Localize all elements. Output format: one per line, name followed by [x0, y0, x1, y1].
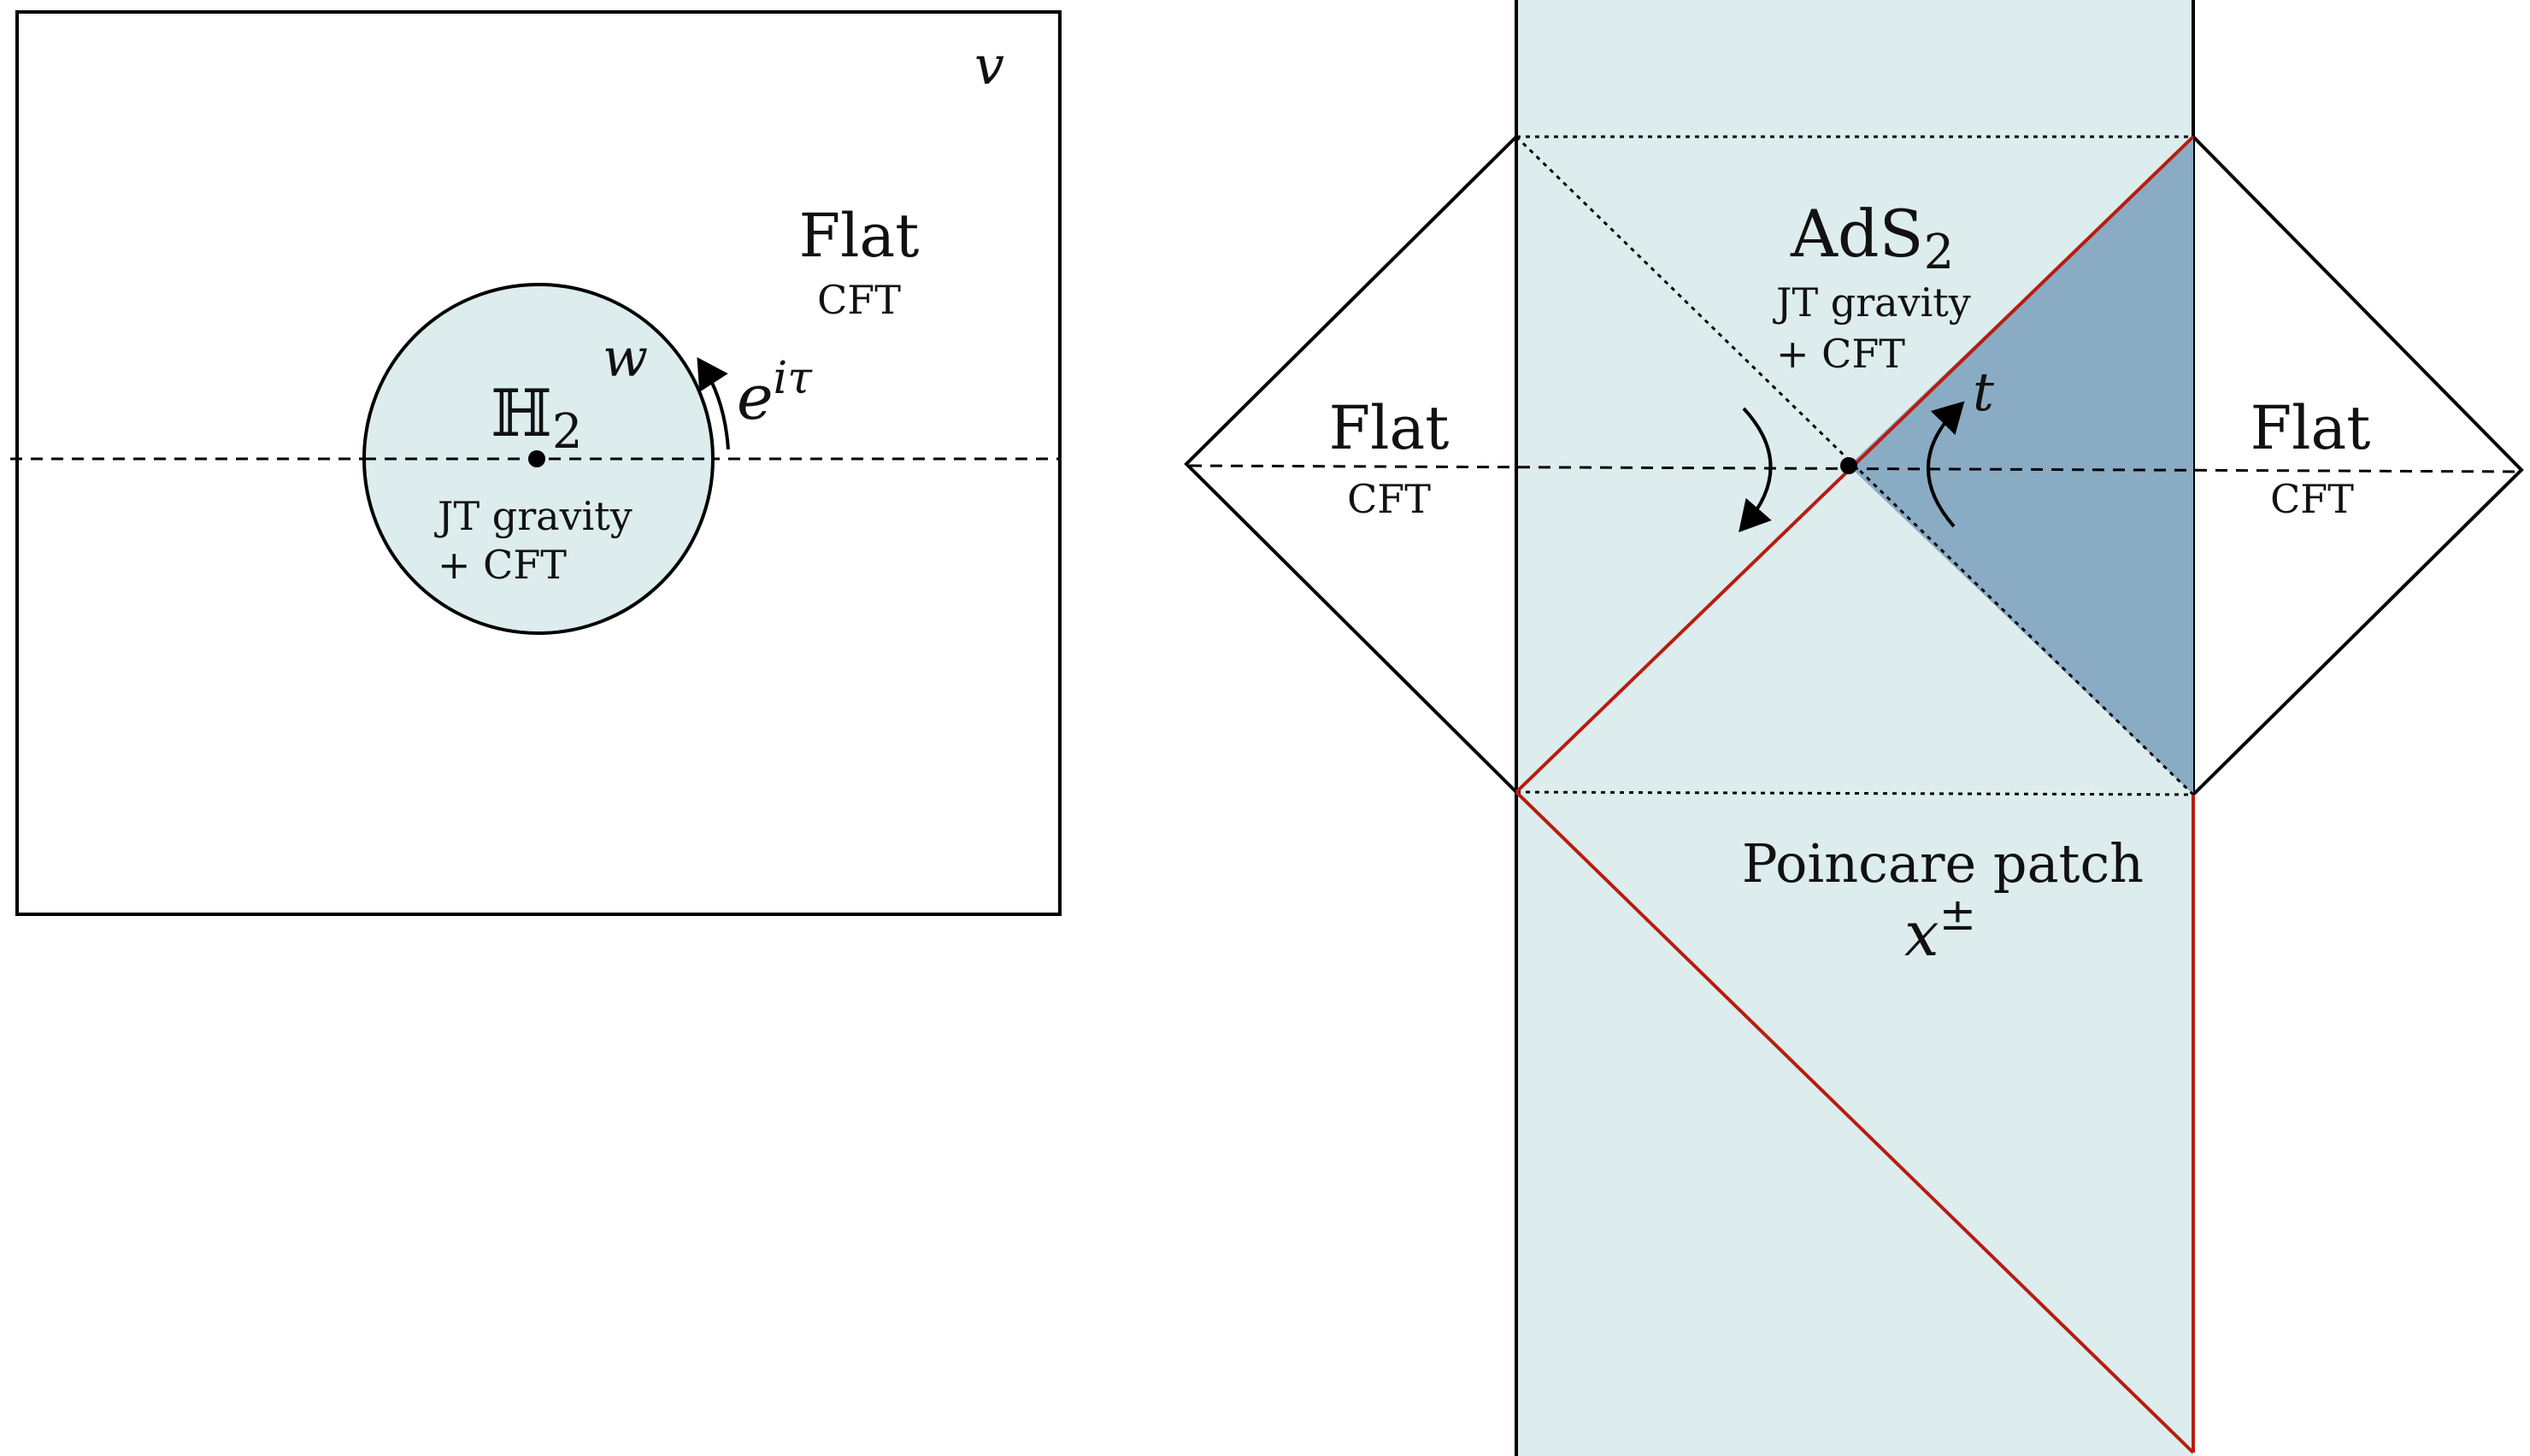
right-flat-cft: CFT	[2270, 476, 2354, 522]
left-flat-diamond	[1184, 135, 1518, 794]
right-flat-diamond	[2192, 135, 2524, 796]
left-flat-cft: CFT	[1347, 476, 1431, 522]
left-boost-arrow	[1739, 407, 1773, 533]
poincare-coordinate-label: x±	[1904, 889, 1976, 970]
time-label: t	[1973, 361, 1994, 423]
right-flat-title: Flat	[2251, 393, 2371, 463]
time-arrow	[1927, 401, 1965, 528]
right-panel: AdS2 JT gravity + CFT Flat CFT Flat CFT …	[1184, 0, 2524, 1456]
flat-plane-frame	[15, 10, 1062, 916]
ads-jt-gravity-label: JT gravity	[1773, 279, 1971, 326]
outer-flat-title: Flat	[799, 201, 920, 271]
bifurcation-point	[1840, 457, 1857, 474]
ads-cft-label: + CFT	[1776, 331, 1905, 377]
ads-strip	[1516, 0, 2193, 1456]
corner-coordinate-label: v	[974, 34, 1004, 97]
rotation-label: eiτ	[737, 353, 813, 433]
disk-coordinate-label: w	[603, 326, 648, 389]
rotation-arrow	[697, 356, 730, 450]
left-panel: v Flat CFT ℍ2 w JT gravity + CFT eiτ	[10, 10, 1062, 916]
disk-center-point	[528, 450, 545, 467]
shaded-wedge-region	[1849, 137, 2193, 795]
red-lower-diagonal	[1515, 790, 2195, 1454]
left-flat-title: Flat	[1329, 393, 1450, 463]
disk-cft-label: + CFT	[438, 542, 567, 588]
disk-jt-gravity-label: JT gravity	[434, 493, 632, 539]
outer-flat-cft: CFT	[817, 277, 901, 323]
ads-title: AdS2	[1790, 196, 1954, 280]
poincare-patch-title: Poincare patch	[1742, 832, 2144, 895]
disk-symbol-label: ℍ2	[491, 375, 582, 460]
bottom-dotted-line	[1515, 790, 2194, 796]
